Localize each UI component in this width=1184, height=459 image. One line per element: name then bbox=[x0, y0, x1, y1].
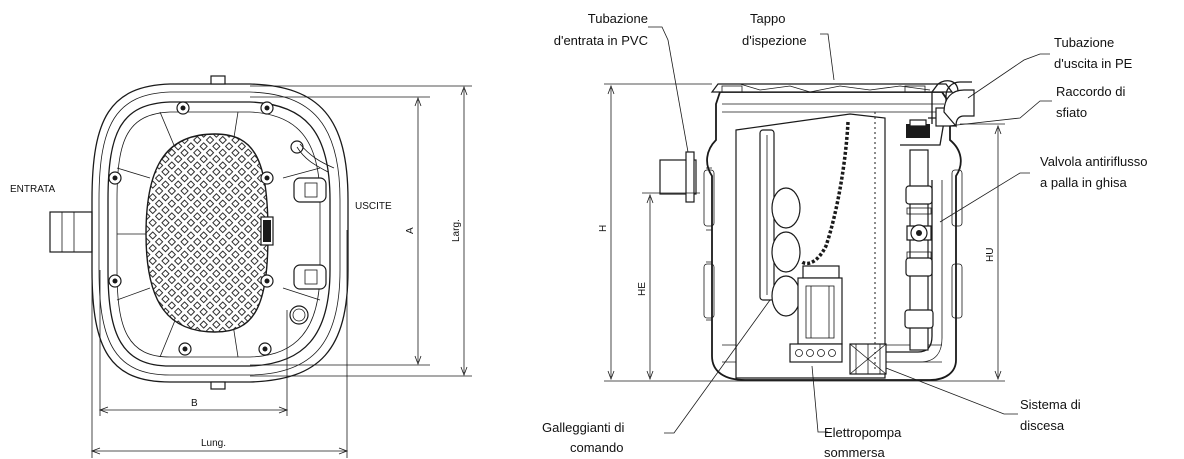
label-elettropompa-2: sommersa bbox=[824, 445, 885, 459]
label-raccordo-2: sfiato bbox=[1056, 105, 1087, 120]
outlet-column bbox=[900, 80, 975, 351]
label-valvola-2: a palla in ghisa bbox=[1040, 175, 1127, 190]
dim-hu-label: HU bbox=[985, 248, 996, 262]
label-tubazione-uscita-2: d'uscita in PE bbox=[1054, 56, 1133, 71]
dim-h-label: H bbox=[598, 225, 609, 232]
label-tubazione-entrata-1: Tubazione bbox=[588, 11, 648, 26]
tank-outer-ring bbox=[91, 83, 349, 383]
entrata-label: ENTRATA bbox=[10, 184, 56, 195]
label-galleggianti-2: comando bbox=[570, 440, 623, 455]
label-valvola-1: Valvola antiriflusso bbox=[1040, 154, 1147, 169]
inlet-pipe-top bbox=[49, 211, 93, 253]
inlet-pipe-side bbox=[659, 151, 697, 203]
dim-larg-label: Larg. bbox=[451, 219, 462, 242]
side-view: H HE HU bbox=[598, 26, 1052, 434]
label-galleggianti-1: Galleggianti di bbox=[542, 420, 624, 435]
dim-a-label: A bbox=[405, 227, 416, 234]
label-tubazione-uscita-1: Tubazione bbox=[1054, 35, 1114, 50]
label-tappo-2: d'ispezione bbox=[742, 33, 807, 48]
inspection-lid bbox=[710, 83, 954, 93]
label-raccordo-1: Raccordo di bbox=[1056, 84, 1125, 99]
uscite-label: USCITE bbox=[355, 201, 392, 212]
label-sistema-1: Sistema di bbox=[1020, 397, 1081, 412]
submersible-pump bbox=[789, 265, 843, 363]
label-tappo-1: Tappo bbox=[750, 11, 785, 26]
leader-lines bbox=[648, 26, 1052, 434]
dim-he-label: HE bbox=[637, 282, 648, 296]
dim-lines-top bbox=[90, 85, 472, 458]
floats bbox=[771, 187, 801, 317]
label-sistema-2: discesa bbox=[1020, 418, 1065, 433]
label-tubazione-entrata-2: d'entrata in PVC bbox=[554, 33, 648, 48]
bolts bbox=[108, 101, 274, 356]
outlets-top bbox=[293, 177, 327, 290]
dim-lines-side bbox=[604, 83, 1005, 381]
dim-b-label: B bbox=[191, 398, 198, 409]
label-elettropompa-1: Elettropompa bbox=[824, 425, 902, 440]
callout-labels: Tubazione d'entrata in PVC Tappo d'ispez… bbox=[542, 11, 1147, 459]
descent-system bbox=[849, 180, 943, 375]
grille bbox=[145, 133, 269, 333]
dim-lung-label: Lung. bbox=[201, 438, 226, 449]
top-view: ENTRATA USCITE A Larg. B Lung. bbox=[10, 75, 472, 458]
